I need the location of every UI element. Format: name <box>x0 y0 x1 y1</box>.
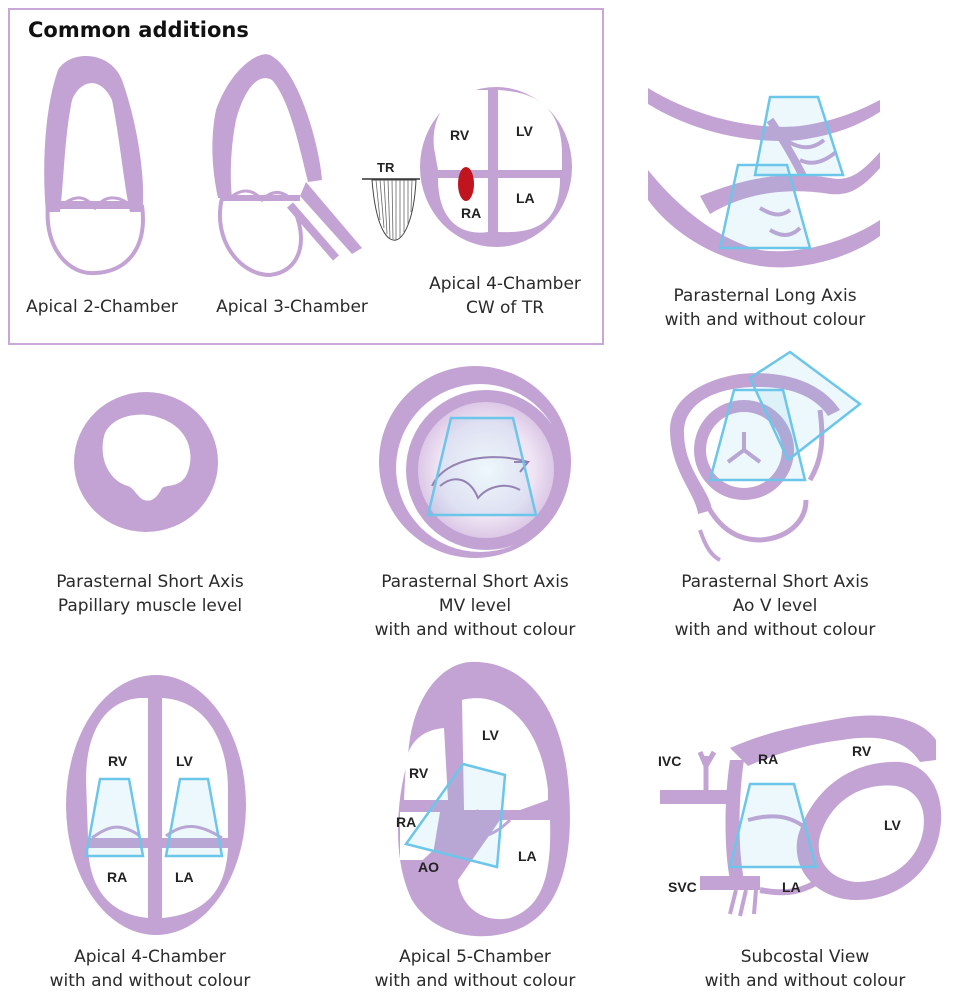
tr-label: TR <box>377 160 395 175</box>
subcostal-la-label: LA <box>782 879 801 895</box>
a5c-lv-label: LV <box>482 727 500 743</box>
caption-line: Ao V level <box>645 594 905 618</box>
a5c-ra-label: RA <box>396 814 416 830</box>
caption-line: Apical 3-Chamber <box>202 295 382 319</box>
caption-line: with and without colour <box>645 618 905 642</box>
subcostal-rv-label: RV <box>852 743 872 759</box>
caption-line: Apical 4-Chamber <box>410 272 600 296</box>
caption-psax-papillary: Parasternal Short Axis Papillary muscle … <box>20 570 280 618</box>
subcostal-ivc-label: IVC <box>658 753 681 769</box>
caption-line: with and without colour <box>345 618 605 642</box>
caption-apical-4-chamber: Apical 4-Chamber with and without colour <box>20 945 280 993</box>
caption-line: Subcostal View <box>675 945 935 969</box>
tr-jet <box>458 167 474 201</box>
a5c-ao-label: AO <box>418 859 439 875</box>
apical-4-chamber-figure: RV LV RA LA <box>66 675 246 935</box>
apical-2-chamber-figure <box>44 56 143 273</box>
caption-plax: Parasternal Long Axis with and without c… <box>640 284 890 332</box>
psax-papillary-figure <box>74 392 218 532</box>
caption-line: Parasternal Short Axis <box>645 570 905 594</box>
caption-line: Parasternal Short Axis <box>345 570 605 594</box>
caption-line: CW of TR <box>410 296 600 320</box>
subcostal-ra-label: RA <box>758 751 778 767</box>
a4c-rv-label: RV <box>108 753 128 769</box>
caption-line: Parasternal Long Axis <box>640 284 890 308</box>
a4c-la-label: LA <box>175 869 194 885</box>
subcostal-lv-label: LV <box>884 817 902 833</box>
caption-line: Apical 4-Chamber <box>20 945 280 969</box>
tr-cw-doppler: TR <box>362 160 420 240</box>
apical-3-chamber-figure <box>212 54 362 275</box>
subcostal-colour-box <box>730 784 816 867</box>
caption-line: with and without colour <box>640 308 890 332</box>
caption-apical-5-chamber: Apical 5-Chamber with and without colour <box>345 945 605 993</box>
apical-4-chamber-cw-figure: RV LV RA LA <box>420 87 572 247</box>
caption-line: Apical 5-Chamber <box>345 945 605 969</box>
caption-line: Apical 2-Chamber <box>12 295 192 319</box>
caption-line: Papillary muscle level <box>20 594 280 618</box>
a5c-la-label: LA <box>518 848 537 864</box>
subcostal-figure: IVC RA RV LV SVC LA <box>658 716 941 916</box>
a4c-cw-rv-label: RV <box>450 127 470 143</box>
caption-psax-aov: Parasternal Short Axis Ao V level with a… <box>645 570 905 642</box>
caption-psax-mv: Parasternal Short Axis MV level with and… <box>345 570 605 642</box>
a4c-lv-label: LV <box>176 753 194 769</box>
caption-line: with and without colour <box>345 969 605 993</box>
caption-apical-4-chamber-cw: Apical 4-Chamber CW of TR <box>410 272 600 320</box>
subcostal-svc-label: SVC <box>668 879 697 895</box>
caption-line: MV level <box>345 594 605 618</box>
a5c-rv-label: RV <box>409 765 429 781</box>
a4c-cw-lv-label: LV <box>516 123 534 139</box>
a4c-ra-label: RA <box>107 869 127 885</box>
caption-apical-3-chamber: Apical 3-Chamber <box>202 295 382 319</box>
caption-apical-2-chamber: Apical 2-Chamber <box>12 295 192 319</box>
a4c-cw-la-label: LA <box>516 190 535 206</box>
caption-line: with and without colour <box>20 969 280 993</box>
psax-aov-figure <box>670 352 860 560</box>
common-additions-title: Common additions <box>28 18 249 42</box>
a4c-cw-ra-label: RA <box>461 205 481 221</box>
caption-subcostal: Subcostal View with and without colour <box>675 945 935 993</box>
plax-colour-box-1 <box>755 97 843 175</box>
plax-figure <box>648 88 880 267</box>
caption-line: with and without colour <box>675 969 935 993</box>
psax-mv-figure <box>379 366 571 558</box>
apical-5-chamber-figure: LV RV RA AO LA <box>396 662 570 936</box>
caption-line: Parasternal Short Axis <box>20 570 280 594</box>
